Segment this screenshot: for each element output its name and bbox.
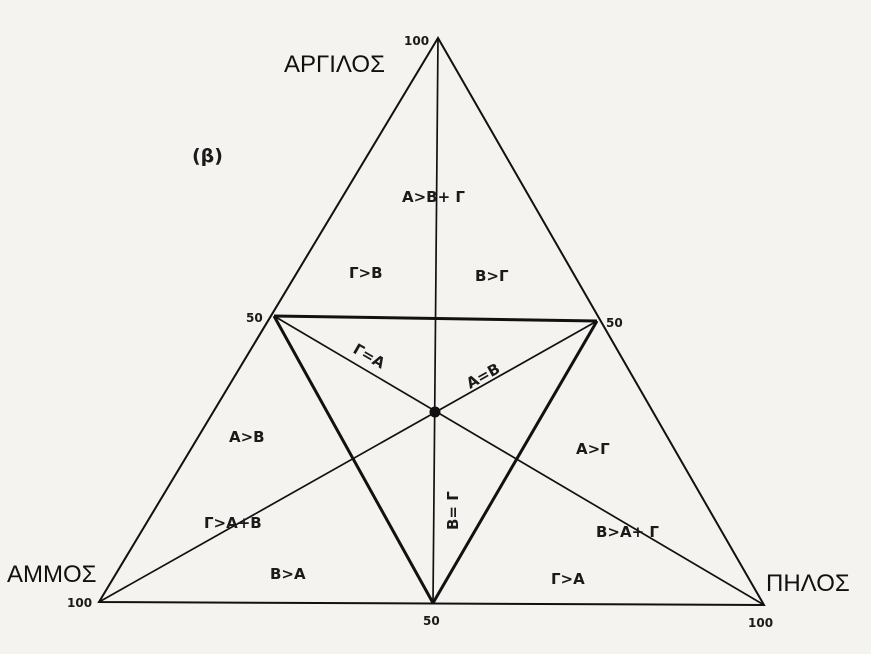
outer-triangle (97, 36, 766, 607)
region-label-left-upper: A>B (229, 428, 265, 446)
panel-label: (β) (192, 145, 223, 167)
line-label-b-eq-gamma: B= Γ (444, 491, 462, 530)
corner-label-right: ΠΗΛΟΣ (766, 570, 850, 597)
region-label-top-left: Γ>B (349, 264, 383, 282)
corner-label-left: ΑΜΜΟΣ (7, 561, 97, 588)
tick-bottom-50: 50 (423, 614, 440, 628)
median-left (98, 320, 598, 603)
region-label-bottom-left: B>A (270, 565, 306, 583)
tick-left-50: 50 (246, 311, 263, 325)
line-label-gamma-eq-a: Γ=A (350, 340, 389, 373)
region-label-left-lower: Γ>A+B (204, 514, 262, 532)
corner-label-top: ΑΡΓΙΛΟΣ (284, 51, 385, 78)
line-label-a-eq-b: A=B (463, 359, 503, 392)
region-label-top-right: B>Γ (475, 267, 509, 285)
median-vertical (432, 37, 439, 604)
region-label-top: A>B+ Γ (402, 188, 465, 206)
tick-right-50: 50 (606, 316, 623, 330)
region-label-right-upper: A>Γ (576, 440, 610, 458)
tick-right-100: 100 (748, 616, 773, 630)
region-label-bottom-right: Γ>A (551, 570, 585, 588)
median-right (273, 315, 765, 606)
midline-left (272, 315, 435, 604)
tick-top-100: 100 (404, 34, 429, 48)
centroid-point (429, 406, 441, 418)
tick-left-100: 100 (67, 596, 92, 610)
region-label-right-lower: B>A+ Γ (596, 523, 659, 541)
midline-right (431, 320, 599, 604)
